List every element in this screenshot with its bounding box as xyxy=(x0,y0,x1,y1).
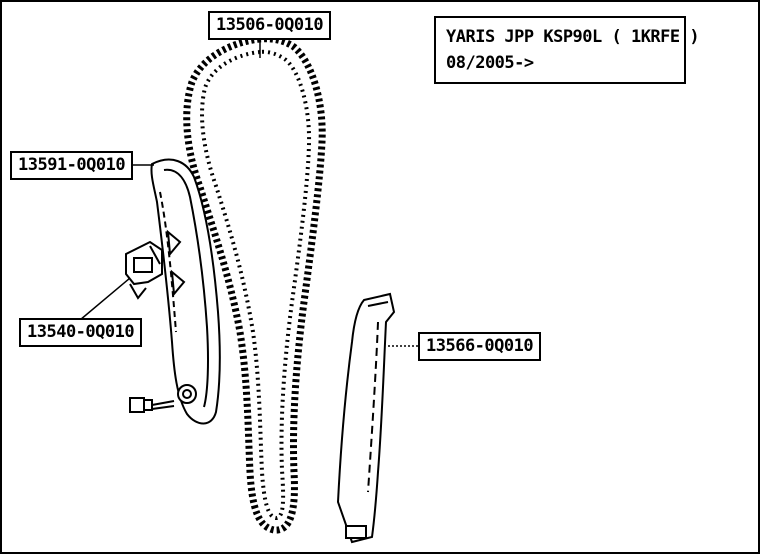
part-label-vibration-damper: 13566-0Q010 xyxy=(418,332,542,361)
chain-guide xyxy=(150,158,221,425)
part-label-chain-guide: 13591-0Q010 xyxy=(10,151,134,180)
part-label-timing-chain: 13506-0Q010 xyxy=(208,11,332,40)
part-label-chain-tensioner: 13540-0Q010 xyxy=(19,318,143,347)
guide-bolt xyxy=(129,397,175,413)
leader-line-tensioner xyxy=(79,277,131,321)
model-info-box: YARIS JPP KSP90L ( 1KRFE ) 08/2005-> xyxy=(434,16,700,84)
timing-chain xyxy=(183,35,326,534)
model-date: 08/2005-> xyxy=(446,53,534,73)
vibration-damper xyxy=(336,292,396,544)
chain-tensioner xyxy=(125,240,163,300)
model-title: YARIS JPP KSP90L ( 1KRFE ) xyxy=(446,27,700,47)
timing-chain-inner-link-row xyxy=(200,49,312,521)
